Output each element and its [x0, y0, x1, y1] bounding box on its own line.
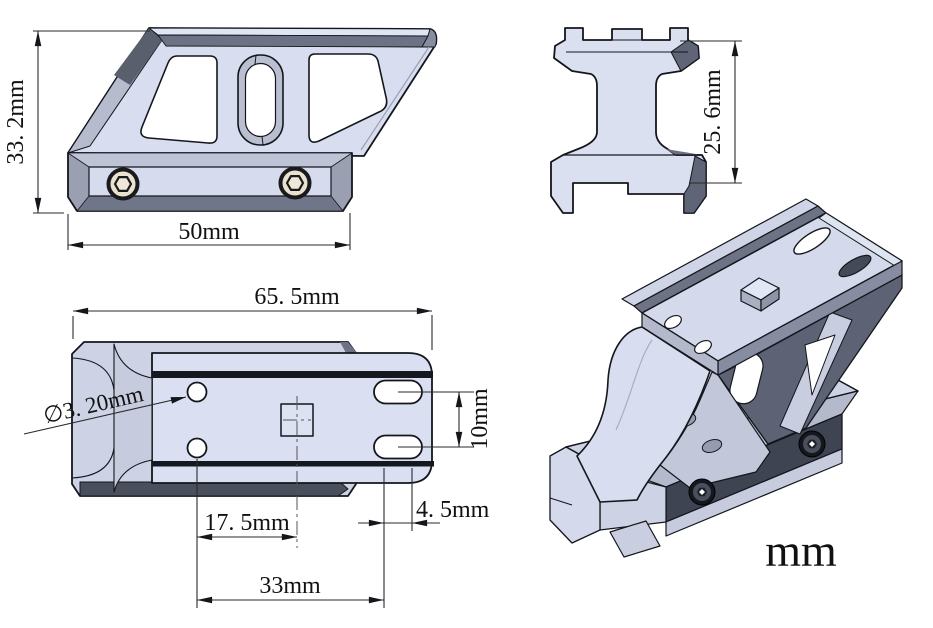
dimension-front-height [680, 40, 742, 184]
side-right-cutout [308, 53, 388, 143]
front-right-claw-dark [683, 155, 707, 214]
iso-plate-block [740, 277, 780, 312]
dimension-slot-spacing [398, 391, 474, 448]
dimension-hole-to-center [196, 459, 297, 608]
side-screw-left [106, 167, 140, 201]
dimension-hole-to-slot [197, 468, 385, 608]
front-height-label: 25. 6mm [700, 69, 726, 155]
side-height-label: 33. 2mm [3, 79, 29, 165]
unit-label: mm [765, 525, 837, 576]
iso-plate-hole-upper [664, 314, 682, 330]
top-view: 65. 5mm 10mm ∅3. 20mm 17. 5mm 33mm [23, 284, 493, 608]
top-band-upper [152, 371, 433, 378]
slot-spacing-label: 10mm [467, 388, 493, 450]
iso-screw-rear [798, 430, 826, 458]
side-right-chamfer-line [360, 46, 430, 151]
dimension-side-width [67, 213, 351, 250]
top-hole-upper [186, 381, 208, 403]
iso-counterbore-lower [701, 439, 723, 453]
side-left-cutout [140, 55, 218, 144]
iso-plate-small-slot [838, 254, 872, 278]
iso-apron [576, 326, 711, 503]
slot-offset-label: 4. 5mm [416, 497, 490, 523]
iso-plate-oval-slot [793, 227, 831, 255]
iso-base-claw-line [549, 497, 573, 506]
iso-base-flange [665, 448, 843, 537]
top-left-scallop-upper [71, 357, 115, 391]
iso-apron-crease [615, 339, 653, 431]
side-oval-slot-inner [244, 62, 277, 138]
side-top-right-corner [421, 28, 437, 48]
top-hole-lower [186, 437, 208, 459]
dimension-slot-offset [358, 468, 440, 531]
side-screw-right [278, 166, 312, 200]
dimension-side-height [33, 30, 150, 214]
front-bar-shadow [666, 149, 702, 155]
front-silhouette [550, 27, 707, 214]
side-width-label: 50mm [178, 219, 240, 245]
top-rail-shadow-band [79, 481, 349, 497]
top-left-scallop-lower [71, 447, 115, 479]
iso-plate-hole-lower [694, 339, 712, 355]
side-rail-top-bevel [67, 152, 353, 168]
front-view: 25. 6mm [550, 27, 742, 214]
top-left-slope [113, 343, 153, 493]
top-rail-corner-dark [340, 342, 357, 353]
top-band-lower [152, 461, 434, 467]
top-length-label: 65. 5mm [254, 284, 340, 310]
side-oval-tick-bottom [261, 136, 264, 145]
hole-to-slot-label: 33mm [259, 573, 321, 599]
iso-truss-opening [804, 334, 836, 396]
front-right-wing-dark [670, 39, 700, 72]
hole-to-center-label: 17. 5mm [204, 510, 290, 536]
hole-diameter-leader [23, 396, 187, 435]
dimension-top-length [72, 307, 433, 350]
iso-screw-front [688, 478, 716, 506]
side-top-band-dark [157, 34, 429, 48]
side-oval-tick-top [254, 55, 257, 65]
side-view: 33. 2mm 50mm [3, 27, 438, 250]
iso-plate-edge-left [641, 312, 719, 376]
iso-view [549, 198, 903, 558]
side-left-chamfer-dark [114, 28, 162, 85]
iso-base-foot [609, 520, 661, 558]
